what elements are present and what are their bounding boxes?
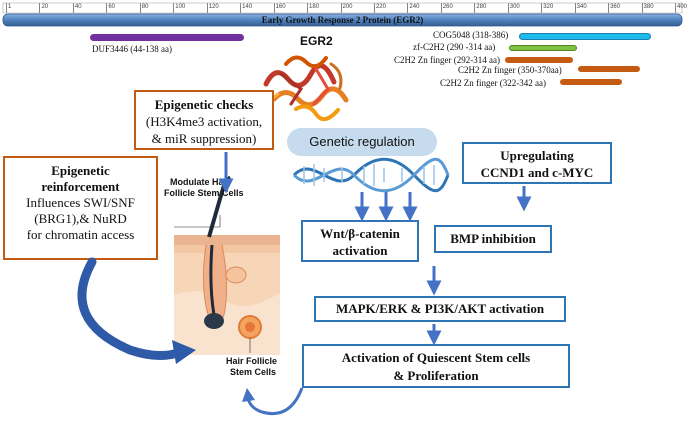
protein-tick-mark [507,3,509,13]
protein-tick-mark [173,3,174,13]
protein-tick-mark [72,3,74,13]
reinforcement-title: Epigenetic [51,163,110,178]
protein-tick-mark [407,3,408,13]
protein-tick-label: 340 [576,4,587,10]
reinforcement-line2: (BRG1),& NuRD [34,211,127,226]
protein-tick-label: 160 [275,4,286,10]
protein-tick-label: 320 [543,4,554,10]
domain-zfc2h2-label: zf-C2H2 (290 -314 aa) [413,42,496,52]
protein-tick-mark [307,3,308,13]
protein-title: Early Growth Response 2 Protein (EGR2) [261,15,424,25]
domain-zn3-bar [560,79,622,85]
epigenetic-checks-line1: (H3K4me3 activation, [145,114,263,129]
epigenetic-reinforcement-box: Epigenetic reinforcement Influences SWI/… [3,156,158,260]
protein-tick-mark [6,3,7,13]
protein-tick-label: 140 [242,4,253,10]
protein-tick-mark [474,3,475,13]
protein-tick-label: 380 [643,4,654,10]
wnt-line1: Wnt/β-catenin [320,226,400,241]
protein-tick-mark [106,3,107,13]
epigenetic-checks-line2: & miR suppression) [151,131,257,146]
egr2-structure-label: EGR2 [300,34,333,48]
domain-cog5048-bar [519,33,651,40]
domain-zn1-label: C2H2 Zn finger (292-314 aa) [394,55,500,65]
domain-duf3446-bar [90,34,244,41]
protein-tick-mark [39,3,41,13]
quiescent-box: Activation of Quiescent Stem cells & Pro… [302,344,570,388]
mapk-label: MAPK/ERK & PI3K/AKT activation [335,301,545,316]
wnt-line2: activation [332,243,388,258]
protein-tick-mark [206,3,208,13]
protein-tick-mark [608,3,609,13]
mapk-box: MAPK/ERK & PI3K/AKT activation [314,296,566,322]
protein-tick-label: 400 [677,4,687,10]
bmp-label: BMP inhibition [450,231,536,246]
protein-tick-label: 300 [509,4,520,10]
protein-tick-label: 60 [108,4,116,10]
genetic-regulation-pill: Genetic regulation [287,128,437,156]
protein-tick-mark [440,3,442,13]
domain-zn1-bar [505,57,573,63]
domain-zn3-label: C2H2 Zn finger (322-342 aa) [440,78,546,88]
protein-tick-label: 220 [375,4,386,10]
protein-tick-label: 20 [41,4,49,10]
protein-tick-mark [541,3,542,13]
hair-top-label-2: Follicle Stem Cells [164,188,244,198]
protein-tick-label: 240 [409,4,420,10]
protein-tick-mark [641,3,643,13]
protein-tick-label: 280 [476,4,487,10]
protein-bar-graphic [2,2,683,27]
hair-top-label-1: Modulate Hair [170,177,230,187]
protein-tick-label: 100 [175,4,186,10]
reinforcement-title-2: reinforcement [41,179,120,194]
domain-zfc2h2-bar [509,45,577,51]
quiescent-line2: & Proliferation [393,368,479,383]
hair-bottom-label-2: Stem Cells [230,367,277,377]
domain-zn2-label: C2H2 Zn finger (350-370aa) [458,65,562,75]
protein-tick-label: 200 [342,4,353,10]
protein-tick-label: 40 [74,4,82,10]
upregulating-box: Upregulating CCND1 and c-MYC [462,142,612,184]
protein-tick-mark [574,3,576,13]
hair-follicle-panel: Modulate Hair Follicle Stem Cells Hair F… [164,175,290,387]
hair-follicle-illustration [174,175,280,355]
upregulating-line1: Upregulating [500,148,574,163]
curved-arrow-bottom-head [242,388,255,402]
domain-zn2-bar [578,66,640,72]
protein-tick-mark [675,3,676,13]
upregulating-line2: CCND1 and c-MYC [480,165,594,180]
protein-tick-mark [139,3,141,13]
bmp-box: BMP inhibition [434,225,552,253]
protein-tick-mark [340,3,342,13]
protein-tick-mark [273,3,275,13]
protein-tick-label: 120 [208,4,219,10]
hair-bottom-label-1: Hair Follicle [226,356,278,366]
dna-helix-icon [292,157,450,193]
epigenetic-checks-title: Epigenetic checks [154,97,254,112]
reinforcement-line1: Influences SWI/SNF [26,195,135,210]
reinforcement-line3: for chromatin access [26,227,135,242]
domain-duf3446-label: DUF3446 (44-138 aa) [92,44,172,54]
epigenetic-checks-box: Epigenetic checks (H3K4me3 activation, &… [134,90,274,150]
protein-tick-label: 180 [309,4,320,10]
protein-tick-label: 360 [610,4,621,10]
quiescent-line1: Activation of Quiescent Stem cells [341,350,531,365]
protein-tick-label: 1 [8,4,12,10]
wnt-box: Wnt/β-catenin activation [301,220,419,262]
protein-tick-label: 80 [141,4,149,10]
protein-tick-mark [373,3,375,13]
curved-arrow-bottom [246,387,304,415]
domain-cog5048-label: COG5048 (318-386) [433,30,509,40]
genetic-regulation-label: Genetic regulation [309,134,415,149]
protein-tick-label: 260 [442,4,453,10]
protein-tick-mark [240,3,241,13]
